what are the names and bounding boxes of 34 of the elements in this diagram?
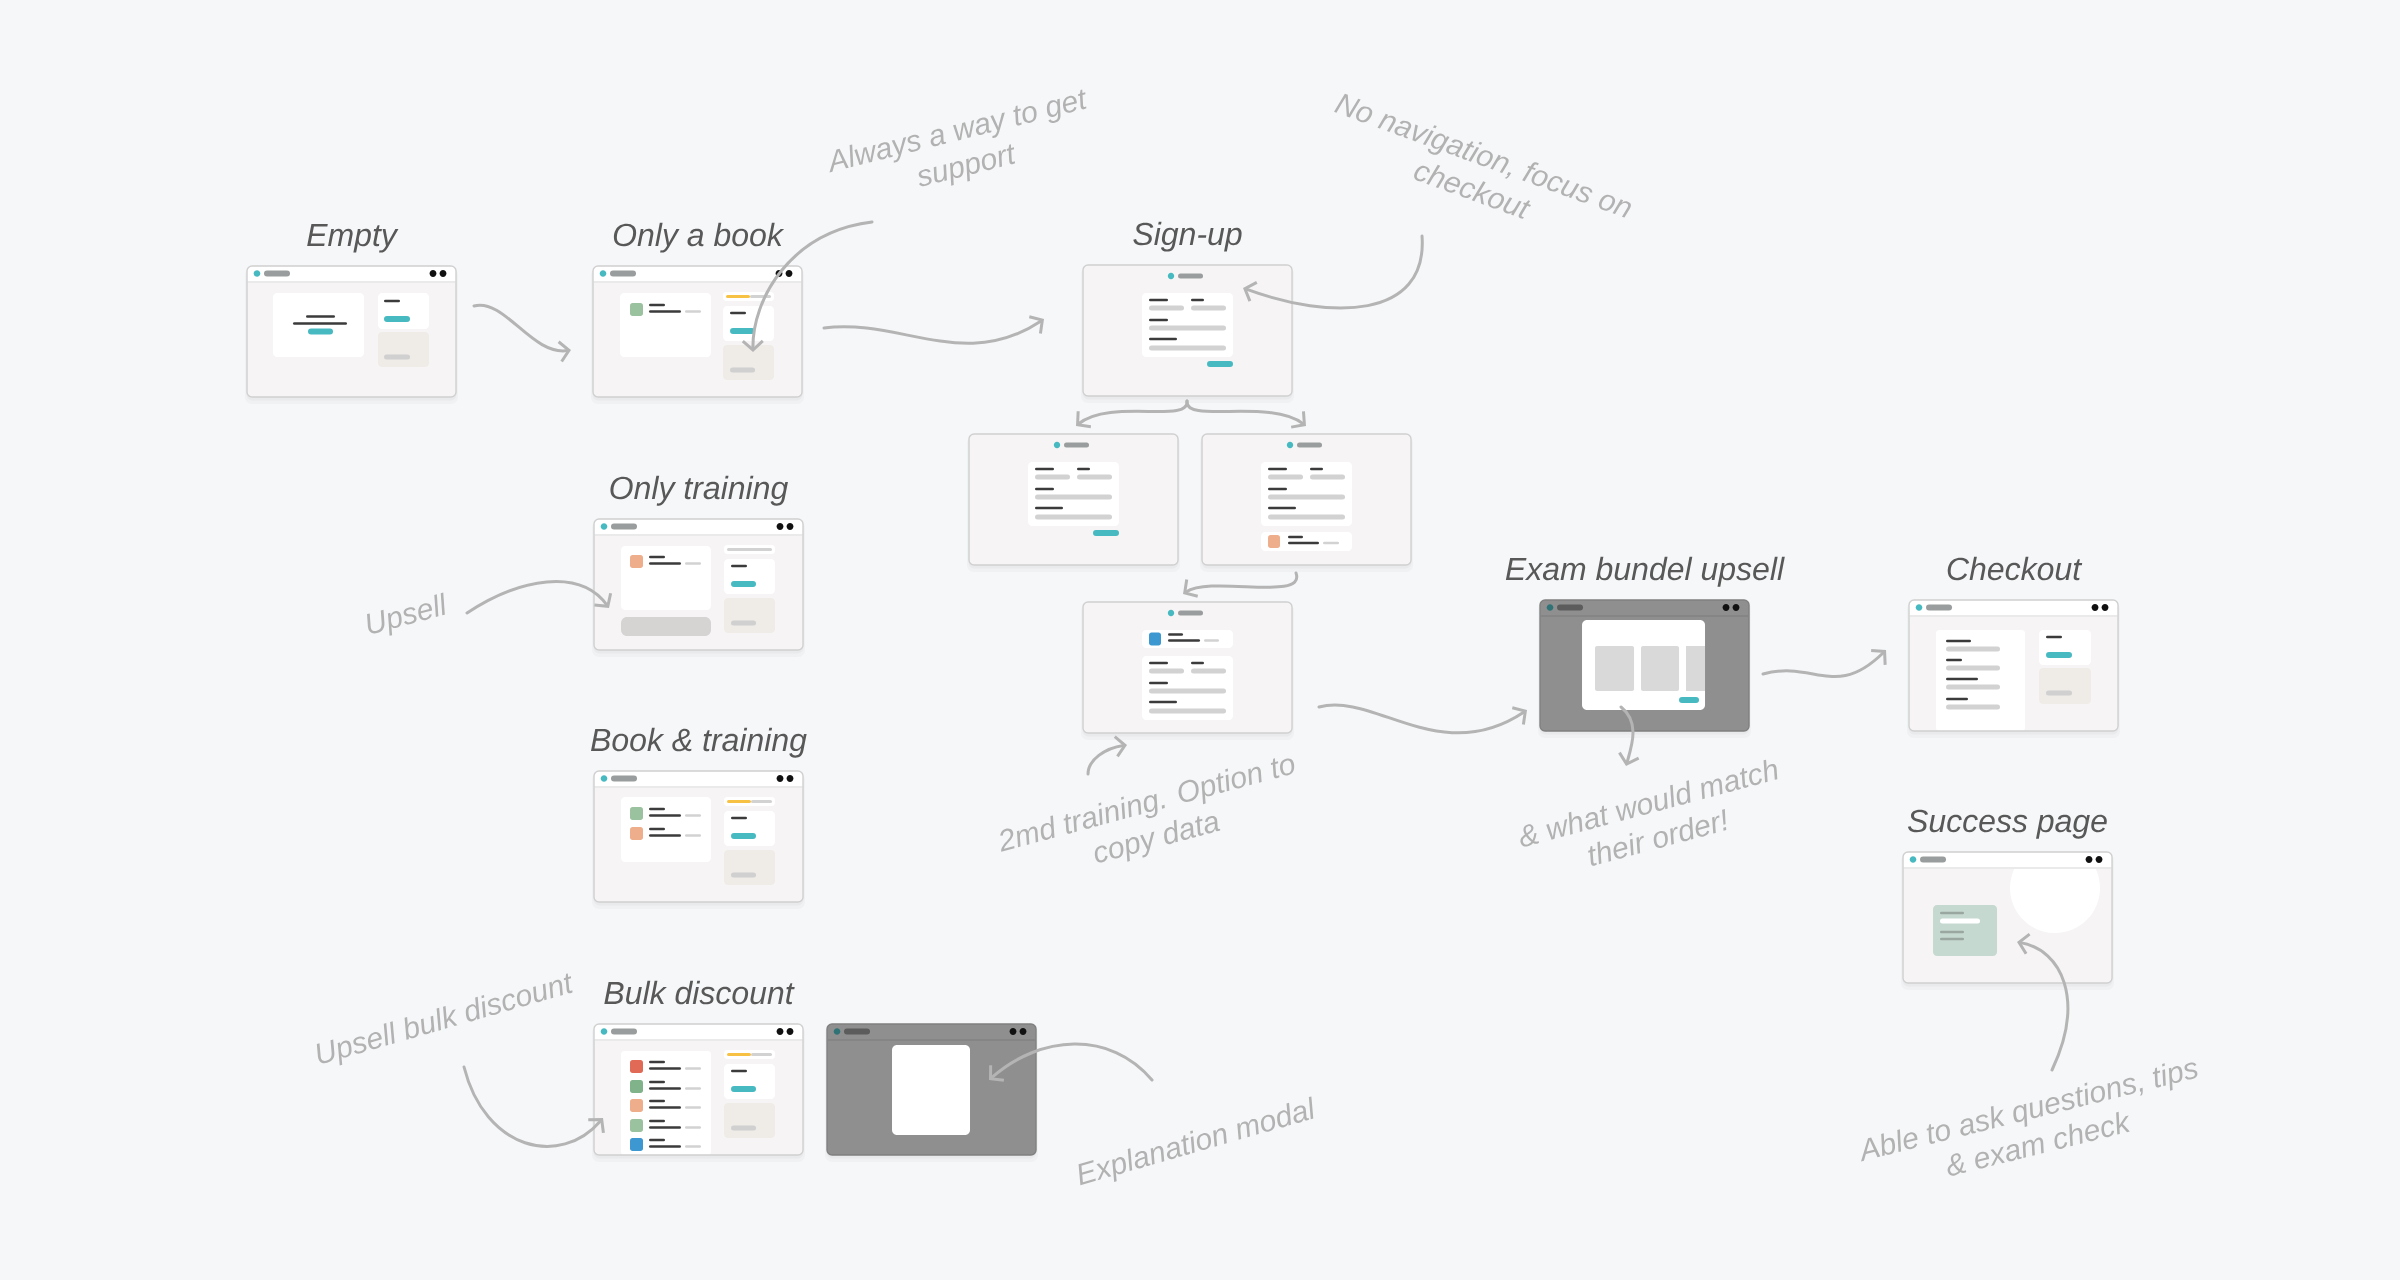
annotation: & what would match their order!	[1520, 759, 1778, 866]
screen-title: Book & training	[591, 727, 807, 758]
annotation: Upsell bulk discount	[316, 973, 573, 1066]
curved-arrow	[1618, 705, 1640, 766]
curved-arrow	[1317, 703, 1527, 735]
curved-arrow	[822, 315, 1044, 345]
screen-mockup	[825, 1023, 1038, 1162]
screen-title: Sign-up	[1133, 221, 1242, 252]
annotation: Able to ask questions, tips & exam check	[1861, 1062, 2198, 1176]
curved-arrow	[1086, 735, 1127, 776]
curved-arrow	[1183, 571, 1298, 598]
curved-arrow	[2017, 932, 2070, 1072]
annotation: Upsell	[367, 592, 445, 636]
curved-arrow	[1076, 399, 1189, 429]
curved-arrow	[989, 1042, 1154, 1082]
screen-title: Exam bundel upsell	[1505, 556, 1785, 587]
curved-arrow	[462, 1065, 605, 1148]
screen-title: Success page	[1907, 809, 2107, 839]
curved-arrow	[472, 303, 571, 363]
curved-arrow	[465, 580, 613, 615]
curved-arrow	[1243, 234, 1424, 310]
screen-title: Bulk discount	[604, 980, 795, 1005]
screen-mockup	[1081, 601, 1294, 740]
curved-arrow	[1761, 649, 1887, 678]
screen-mockup	[1200, 433, 1413, 572]
screen-title: Checkout	[1947, 556, 2083, 581]
annotation: 2md training. Option to copy data	[1000, 758, 1295, 863]
screen-title: Only a book	[613, 222, 785, 253]
screen-mockup	[967, 433, 1180, 572]
curved-arrow	[741, 220, 874, 352]
curved-arrow	[1185, 399, 1307, 429]
annotation: Always a way to get support	[829, 89, 1087, 187]
screen-title: Only training	[610, 475, 788, 506]
screen-title: Empty	[307, 224, 399, 253]
